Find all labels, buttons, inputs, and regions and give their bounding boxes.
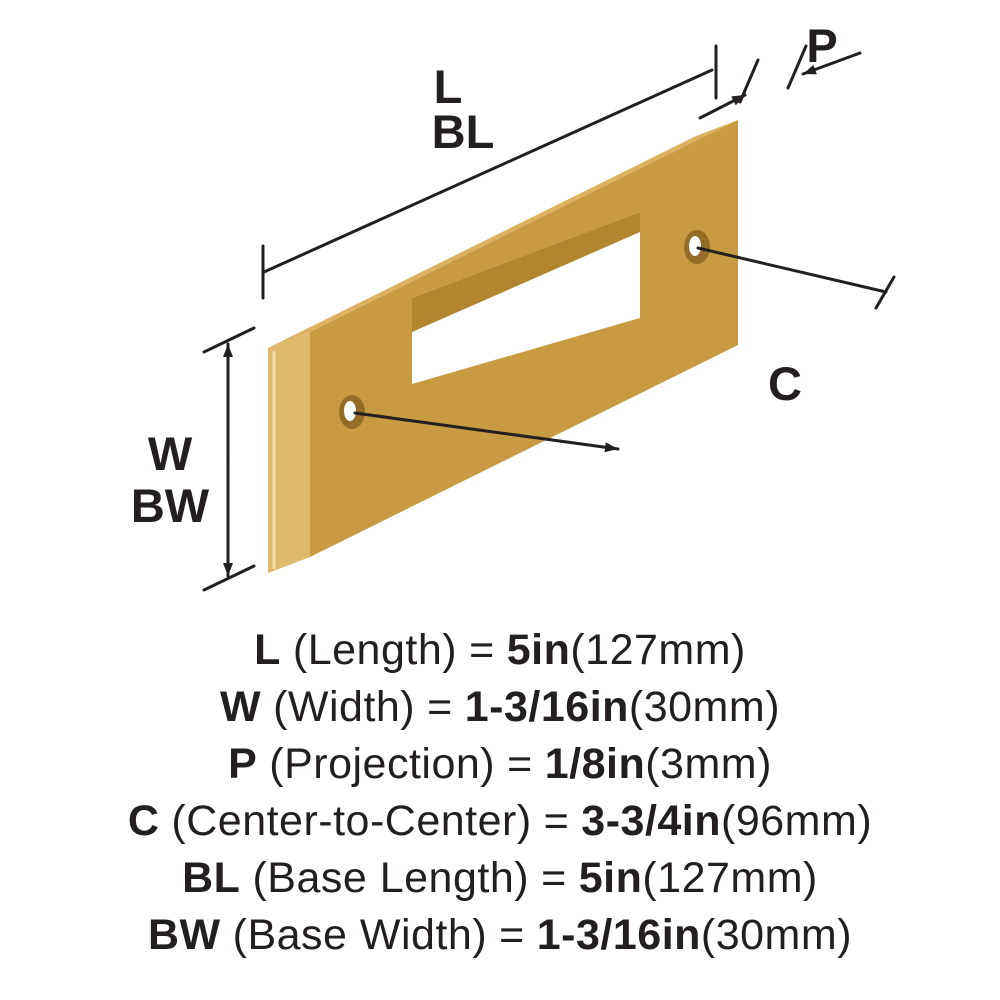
spec-name: (Base Width) [232, 911, 488, 959]
dimension-spec-list: L(Length)=5in(127mm) W(Width)=1-3/16in(3… [0, 622, 1000, 964]
spec-metric: (96mm) [721, 797, 873, 845]
spec-row-width: W(Width)=1-3/16in(30mm) [0, 679, 1000, 736]
dimension-diagram-svg: L BL P W BW C [131, 19, 896, 592]
spec-equals: = [541, 854, 567, 902]
spec-name: (Projection) [269, 740, 496, 788]
spec-code: L [254, 626, 281, 674]
spec-code: W [219, 683, 262, 731]
spec-code: C [127, 797, 160, 845]
cutout-inner-face [412, 212, 640, 332]
spec-row-projection: P(Projection)=1/8in(3mm) [0, 736, 1000, 793]
screw-hole-left-opening [344, 401, 356, 421]
dim-center-tick [874, 275, 896, 310]
spec-code: BW [147, 911, 221, 959]
dim-length-line [262, 68, 714, 274]
spec-equals: = [543, 797, 570, 845]
spec-value: 5in [506, 626, 571, 674]
spec-name: (Length) [292, 626, 458, 674]
dim-width-tick-bottom [202, 564, 256, 592]
spec-metric: (3mm) [645, 740, 772, 788]
spec-equals: = [499, 911, 525, 959]
spec-row-center-to-center: C(Center-to-Center)=3-3/4in(96mm) [0, 793, 1000, 850]
dim-center-leader-right [696, 246, 888, 294]
spec-equals: = [507, 740, 533, 788]
dimension-labels: L BL P W BW C [131, 19, 838, 532]
label-width: W [148, 427, 193, 480]
dim-projection-arrow-left [698, 93, 747, 120]
spec-row-base-length: BL(Base Length)=5in(127mm) [0, 850, 1000, 907]
dim-projection-tick-far [786, 44, 808, 90]
spec-metric: (30mm) [628, 683, 781, 731]
dim-center-leader-left [353, 411, 620, 453]
label-base-length: BL [432, 105, 495, 158]
label-base-width: BW [131, 479, 210, 532]
spec-code: P [228, 740, 258, 788]
pull-plate [268, 120, 738, 573]
spec-metric: (30mm) [700, 911, 853, 959]
label-center: C [768, 357, 802, 410]
label-projection: P [806, 19, 837, 72]
label-length: L [434, 60, 463, 113]
spec-metric: (127mm) [570, 626, 746, 674]
spec-name: (Center-to-Center) [171, 797, 532, 845]
spec-metric: (127mm) [642, 854, 818, 902]
dimension-lines [202, 44, 896, 592]
spec-equals: = [469, 626, 495, 674]
spec-value: 1-3/16in [536, 911, 701, 959]
screw-hole-right-opening [689, 236, 701, 256]
spec-row-base-width: BW(Base Width)=1-3/16in(30mm) [0, 907, 1000, 964]
plate-top-face [268, 120, 738, 348]
spec-value: 3-3/4in [581, 797, 722, 845]
spec-name: (Width) [273, 683, 416, 731]
spec-row-length: L(Length)=5in(127mm) [0, 622, 1000, 679]
dim-projection-tick-near [738, 58, 760, 104]
spec-equals: = [427, 683, 453, 731]
spec-value: 5in [578, 854, 643, 902]
spec-name: (Base Length) [252, 854, 530, 902]
spec-code: BL [182, 854, 241, 902]
plate-side-face [268, 332, 310, 573]
spec-value: 1/8in [544, 740, 646, 788]
dim-projection-arrow-right [801, 51, 862, 76]
spec-value: 1-3/16in [464, 683, 629, 731]
dim-width-tick-top [202, 326, 256, 354]
